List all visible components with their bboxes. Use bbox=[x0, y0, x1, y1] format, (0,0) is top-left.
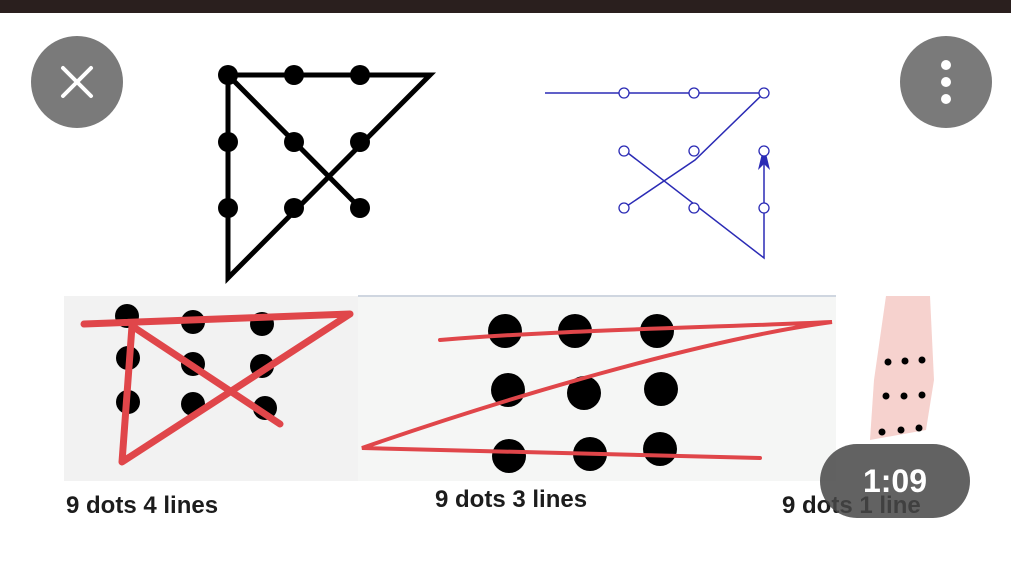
close-icon bbox=[61, 66, 93, 98]
puzzle-red-3-lines bbox=[358, 295, 836, 481]
puzzle-1-line bbox=[870, 296, 934, 440]
puzzle-blue bbox=[545, 87, 770, 260]
caption-4-lines: 9 dots 4 lines bbox=[66, 492, 219, 519]
top-bar bbox=[0, 0, 1011, 13]
puzzle-red-4-lines bbox=[64, 296, 358, 481]
caption-3-lines: 9 dots 3 lines bbox=[435, 486, 588, 513]
vertical-dots-icon bbox=[941, 60, 951, 104]
close-button[interactable] bbox=[31, 36, 123, 128]
puzzle-black bbox=[218, 65, 437, 285]
video-duration-badge: 1:09 bbox=[820, 444, 970, 518]
more-options-button[interactable] bbox=[900, 36, 992, 128]
